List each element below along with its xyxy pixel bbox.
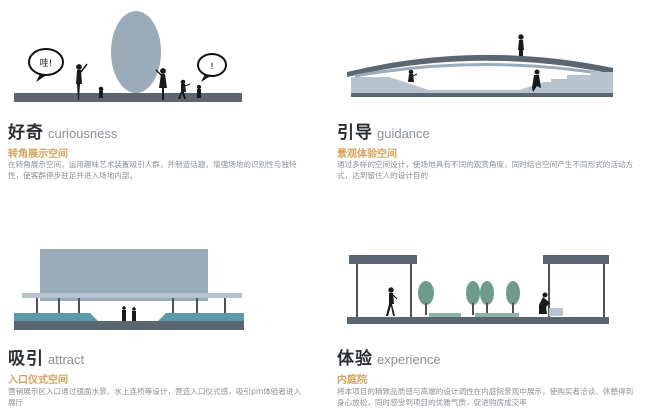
- art-installation-egg: [111, 11, 161, 93]
- heading-guidance: 引导 guidance: [337, 118, 430, 143]
- title-en: curiousness: [48, 126, 118, 141]
- right-pavilion-roof: [543, 255, 609, 264]
- title-zh: 吸引: [8, 349, 44, 369]
- left-pavilion-roof: [349, 255, 417, 264]
- subtitle: 转角展示空间: [8, 149, 68, 160]
- mirror-water-left: [14, 313, 98, 321]
- attract-illustration: [14, 249, 244, 330]
- description: 在转角展示空间，运用趣味艺术装置吸引人群，并制造话题，增强场地的识别性与独特性，…: [8, 160, 297, 180]
- exhibition-hall-block: [40, 249, 208, 301]
- description: 通过多样的空间设计，使场地具有不同的观赏角度，同时结合空间产生不同形式的活动方式…: [337, 160, 634, 180]
- title-zh: 好奇: [8, 123, 44, 143]
- courtyard-planters: [429, 313, 519, 317]
- left-pavilion-post: [410, 264, 412, 317]
- title-zh: 体验: [337, 349, 373, 369]
- right-pavilion-post: [548, 264, 550, 317]
- people-silhouettes: [386, 287, 550, 316]
- title-en: guidance: [377, 126, 430, 141]
- left-pavilion-post: [356, 264, 358, 317]
- ground-slab: [14, 93, 242, 102]
- speech-bubble-left: 哇!: [28, 48, 64, 82]
- curiousness-illustration: 哇! !: [14, 11, 242, 102]
- title-en: attract: [48, 352, 85, 367]
- bubble-left-text: 哇!: [40, 58, 53, 69]
- mirror-water-right: [158, 313, 244, 321]
- title-en: experience: [377, 352, 441, 367]
- people-silhouettes: [76, 63, 202, 100]
- right-pavilion-post: [603, 264, 605, 317]
- description: 将本项目的精致品质感与高端的设计调性在内庭院景观中展示，使购买者洽谈、休憩得到身…: [337, 387, 634, 407]
- panel-attract: 吸引 attract 入口仪式空间 营销展示区入口通过镜面水景、水上连桥等设计，营…: [0, 209, 329, 418]
- arched-bridge-top: [347, 54, 613, 77]
- title-zh: 引导: [337, 123, 373, 143]
- entrance-canopy: [22, 293, 242, 298]
- arched-bridge-inner: [354, 63, 606, 78]
- ground-slab: [351, 93, 613, 97]
- courtyard-trees: [418, 281, 520, 315]
- description: 营销展示区入口通过镜面水景、水上连桥等设计，营造入口仪式感，吸引pm体验者进入展…: [8, 387, 302, 407]
- heading-attract: 吸引 attract: [8, 344, 84, 369]
- heading-curiousness: 好奇 curiousness: [8, 118, 117, 143]
- subtitle: 入口仪式空间: [8, 375, 68, 386]
- subtitle: 内庭院: [337, 375, 367, 386]
- stepped-terrace: [351, 72, 613, 96]
- guidance-illustration: [347, 34, 613, 97]
- speech-bubble-right: !: [197, 53, 227, 82]
- panel-curiousness: 哇! ! 好奇 curiousness 转角展示空间 在转角展示空间，运用趣味艺术…: [0, 0, 329, 209]
- panel-experience: 体验 experience 内庭院 将本项目的精致品质感与高端的设计调性在内庭院景…: [329, 209, 658, 418]
- ground-slab: [14, 321, 244, 330]
- panel-guidance: 引导 guidance 景观体验空间 通过多样的空间设计，使场地具有不同的观赏角度…: [329, 0, 658, 209]
- experience-illustration: [347, 255, 609, 324]
- heading-experience: 体验 experience: [337, 344, 441, 369]
- canopy-columns: [36, 298, 226, 314]
- subtitle: 景观体验空间: [337, 149, 397, 160]
- bubble-right-text: !: [210, 62, 214, 72]
- people-silhouettes: [408, 34, 541, 92]
- people-silhouettes: [122, 306, 136, 321]
- ground-slab: [347, 317, 609, 324]
- bench: [549, 308, 563, 316]
